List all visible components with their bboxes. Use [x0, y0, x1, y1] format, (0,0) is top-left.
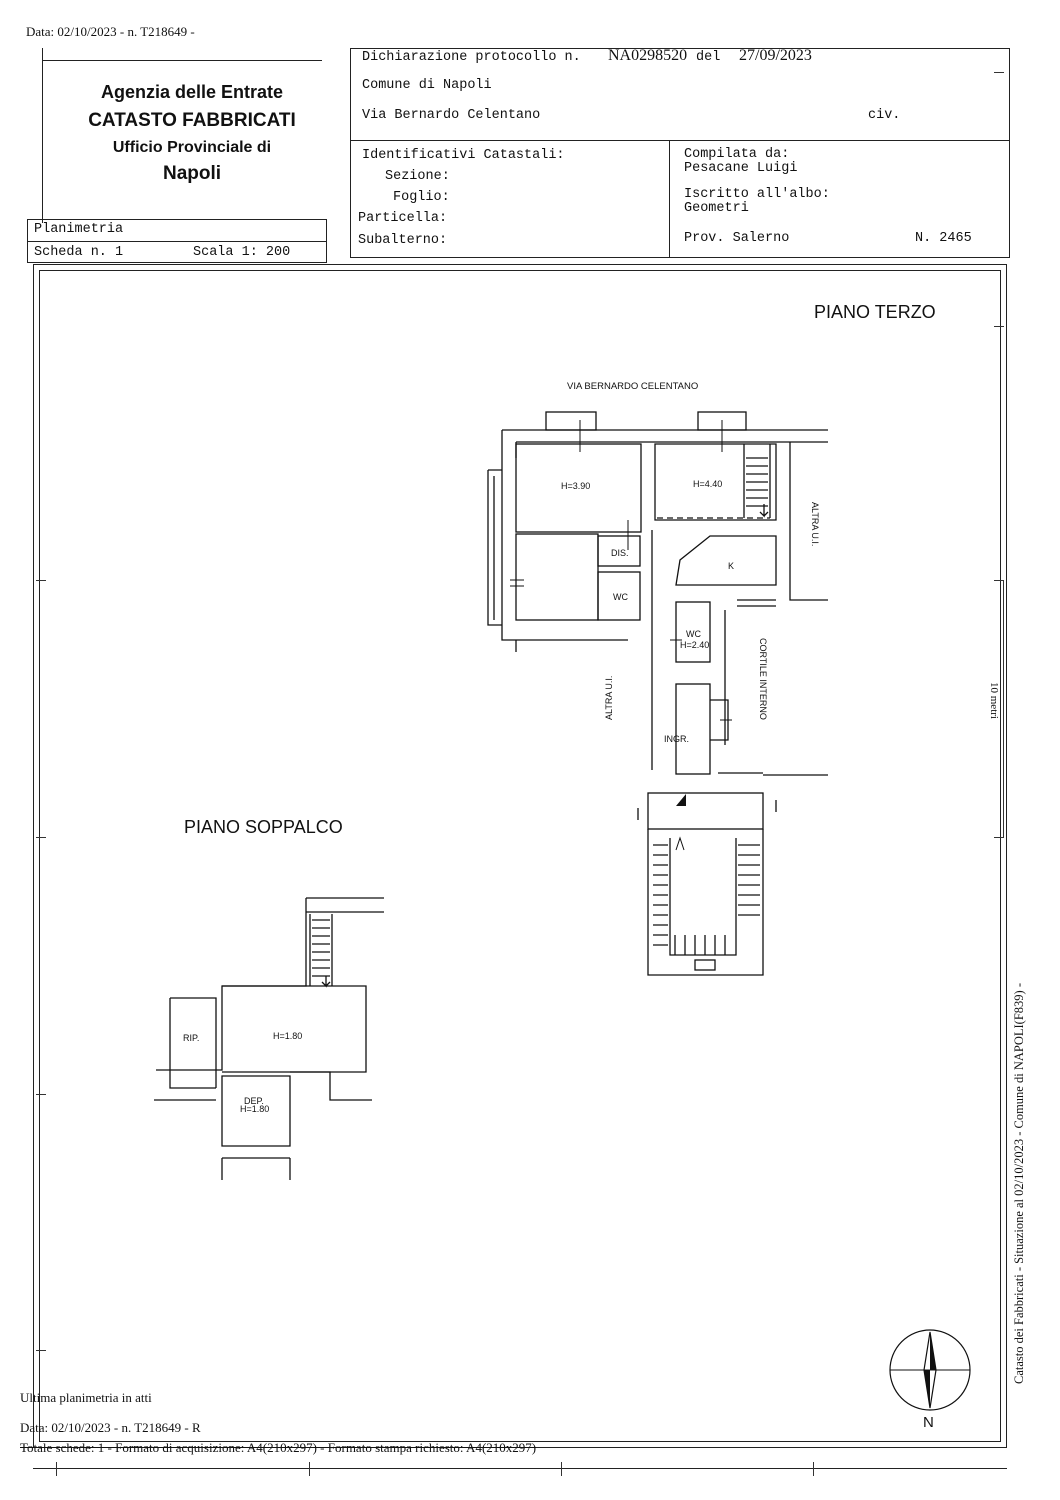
catasto-title: CATASTO FABBRICATI	[88, 110, 296, 131]
frame-tick	[994, 837, 1004, 838]
header-line	[42, 48, 44, 223]
room-height-180: H=1.80	[273, 1031, 303, 1041]
protocol-label: Dichiarazione protocollo n.	[362, 50, 581, 65]
office-city: Napoli	[162, 163, 222, 184]
sezione-label: Sezione:	[385, 169, 450, 184]
office-label: Ufficio Provinciale di	[112, 139, 272, 156]
room-wc-2: WC	[686, 629, 701, 639]
sheet-divider	[27, 241, 327, 243]
address: Via Bernardo Celentano	[362, 108, 541, 123]
subalterno-label: Subalterno:	[358, 233, 448, 248]
register-label: Iscritto all'albo:	[684, 187, 830, 202]
frame-tick	[994, 580, 1004, 581]
declaration-divider	[350, 140, 1010, 142]
province: Prov. Salerno	[684, 231, 790, 246]
room-height-440: H=4.40	[693, 479, 723, 489]
date-label: del	[696, 50, 721, 65]
header-line	[42, 60, 322, 62]
frame-tick	[561, 1462, 562, 1476]
frame-tick	[813, 1462, 814, 1476]
declaration-box	[350, 48, 1010, 258]
declaration-date: 27/09/2023	[739, 47, 812, 64]
cortile-interno: CORTILE INTERNO	[758, 638, 768, 720]
footer-last-plan: Ultima planimetria in atti	[20, 1390, 152, 1405]
drawing-frame	[33, 264, 1007, 1448]
frame-tick	[36, 1094, 46, 1095]
declaration-divider	[669, 140, 671, 258]
foglio-label: Foglio:	[393, 190, 450, 205]
scale-bar	[1003, 580, 1005, 837]
floor-plan-main	[487, 411, 828, 976]
room-dis: DIS.	[611, 548, 629, 558]
register-value: Geometri	[684, 201, 749, 216]
comune: Comune di Napoli	[362, 78, 492, 93]
agency-name: Agenzia delle Entrate	[100, 82, 284, 102]
protocol-number: NA0298520	[608, 47, 688, 64]
sheet-number: Scheda n. 1	[34, 245, 124, 260]
frame-tick	[309, 1462, 310, 1476]
altra-ui-right: ALTRA U.I.	[810, 502, 820, 547]
north-arrow-icon	[889, 1329, 971, 1411]
north-label: N	[923, 1414, 934, 1431]
frame-tick	[36, 580, 46, 581]
room-dep-height: H=1.80	[240, 1104, 270, 1114]
compiler-name: Pesacane Luigi	[684, 161, 798, 176]
drawing-inner-frame	[39, 270, 1001, 1442]
frame-tick	[994, 72, 1004, 73]
room-entrance: INGR.	[664, 734, 690, 744]
room-height-390: H=3.90	[561, 481, 591, 491]
frame-tick	[994, 326, 1004, 327]
scale-bar-label: 10 metri	[988, 682, 1000, 719]
floor-title-mezzanine: PIANO SOPPALCO	[184, 817, 343, 837]
register-number: N. 2465	[915, 231, 972, 246]
bottom-rule	[33, 1468, 1007, 1469]
frame-tick	[36, 1350, 46, 1351]
identifiers-title: Identificativi Catastali:	[362, 148, 565, 163]
room-dep: DEP.	[244, 1096, 264, 1106]
room-kitchen: K	[728, 561, 735, 571]
side-cadastral-text: Catasto dei Fabbricati - Situazione al 0…	[1012, 983, 1026, 1384]
civ-label: civ.	[868, 108, 901, 123]
footer-data: Data: 02/10/2023 - n. T218649 - R	[20, 1420, 201, 1435]
street-label: VIA BERNARDO CELENTANO	[567, 381, 699, 392]
room-wc: WC	[613, 592, 628, 602]
frame-tick	[36, 837, 46, 838]
frame-tick	[56, 1462, 57, 1476]
room-wc-2-height: H=2.40	[680, 640, 710, 650]
room-rip: RIP.	[183, 1033, 200, 1043]
particella-label: Particella:	[358, 211, 448, 226]
altra-ui-left: ALTRA U.I.	[604, 675, 614, 720]
sheet-title: Planimetria	[34, 222, 124, 237]
footer-totals: Totale schede: 1 - Formato di acquisizio…	[20, 1440, 537, 1455]
compiled-label: Compilata da:	[684, 147, 790, 162]
floor-title-main: PIANO TERZO	[814, 302, 936, 322]
sheet-scale: Scala 1: 200	[193, 245, 291, 260]
top-stamp: Data: 02/10/2023 - n. T218649 -	[26, 24, 195, 39]
floor-plan-mezzanine	[154, 897, 384, 1180]
